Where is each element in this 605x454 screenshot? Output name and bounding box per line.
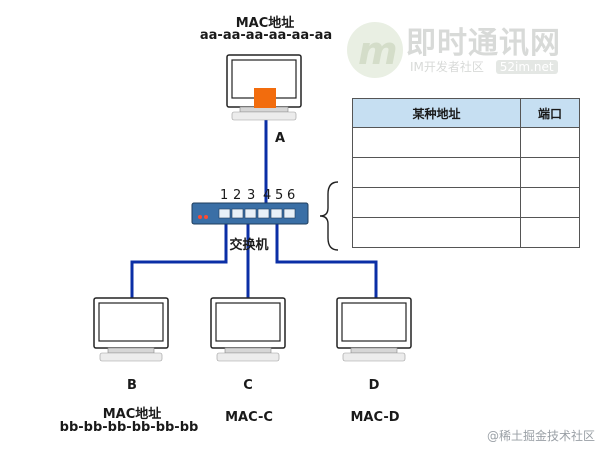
host-d-mac-title: MAC-D: [350, 410, 400, 425]
port-3: 3: [247, 188, 256, 203]
juejin-watermark: @稀土掘金技术社区: [486, 429, 595, 443]
switch-device: [191, 202, 309, 225]
table-cell: [352, 127, 521, 158]
table-header-port: 端口: [520, 98, 580, 128]
brand-site-text: 52im.net: [495, 60, 558, 74]
table-cell: [352, 157, 521, 188]
host-a-mac-title: MAC地址: [235, 16, 295, 31]
table-cell: [520, 157, 580, 188]
host-b-mac-value: bb-bb-bb-bb-bb-bb: [59, 420, 199, 435]
table-header-row: 某种地址 端口: [352, 98, 580, 128]
table-row: [352, 217, 580, 248]
table-cell: [352, 217, 521, 248]
table-brace: [319, 181, 339, 251]
cables: [130, 120, 378, 300]
port-1: 1: [220, 188, 229, 203]
port-6: 6: [287, 188, 296, 203]
host-c-computer: [210, 297, 286, 362]
table-row: [352, 157, 580, 188]
switch-port-numbers: 1 2 3 4 5 6: [220, 188, 310, 204]
switch-label: 交换机: [229, 238, 269, 253]
brand-watermark-sub: IM开发者社区 52im.net: [410, 58, 558, 75]
host-d-label: D: [368, 378, 380, 393]
table-cell: [520, 187, 580, 218]
host-d-computer: [336, 297, 412, 362]
svg-text:m: m: [358, 29, 398, 73]
table-cell: [352, 187, 521, 218]
port-2: 2: [233, 188, 242, 203]
brand-watermark: 即时通讯网: [406, 26, 561, 61]
host-b-computer: [93, 297, 169, 362]
host-b-mac-title: MAC地址: [102, 407, 162, 422]
host-c-mac-title: MAC-C: [225, 410, 273, 425]
cable-d: [275, 220, 378, 300]
table-header-address: 某种地址: [352, 98, 521, 128]
host-a-label: A: [274, 131, 286, 146]
table-row: [352, 187, 580, 218]
table-cell: [520, 127, 580, 158]
brand-sub-text: IM开发者社区: [410, 60, 484, 74]
table-cell: [520, 217, 580, 248]
port-4: 4: [263, 188, 272, 203]
host-c-label: C: [243, 378, 253, 393]
address-port-table: 某种地址 端口: [352, 98, 580, 248]
host-a-computer: [226, 54, 302, 121]
host-b-label: B: [127, 378, 137, 393]
table-row: [352, 127, 580, 158]
port-5: 5: [275, 188, 284, 203]
cable-b: [130, 220, 228, 300]
host-a-mac-value: aa-aa-aa-aa-aa-aa: [199, 28, 333, 43]
brand-logo: m: [347, 22, 403, 78]
host-a-port: [254, 88, 276, 108]
